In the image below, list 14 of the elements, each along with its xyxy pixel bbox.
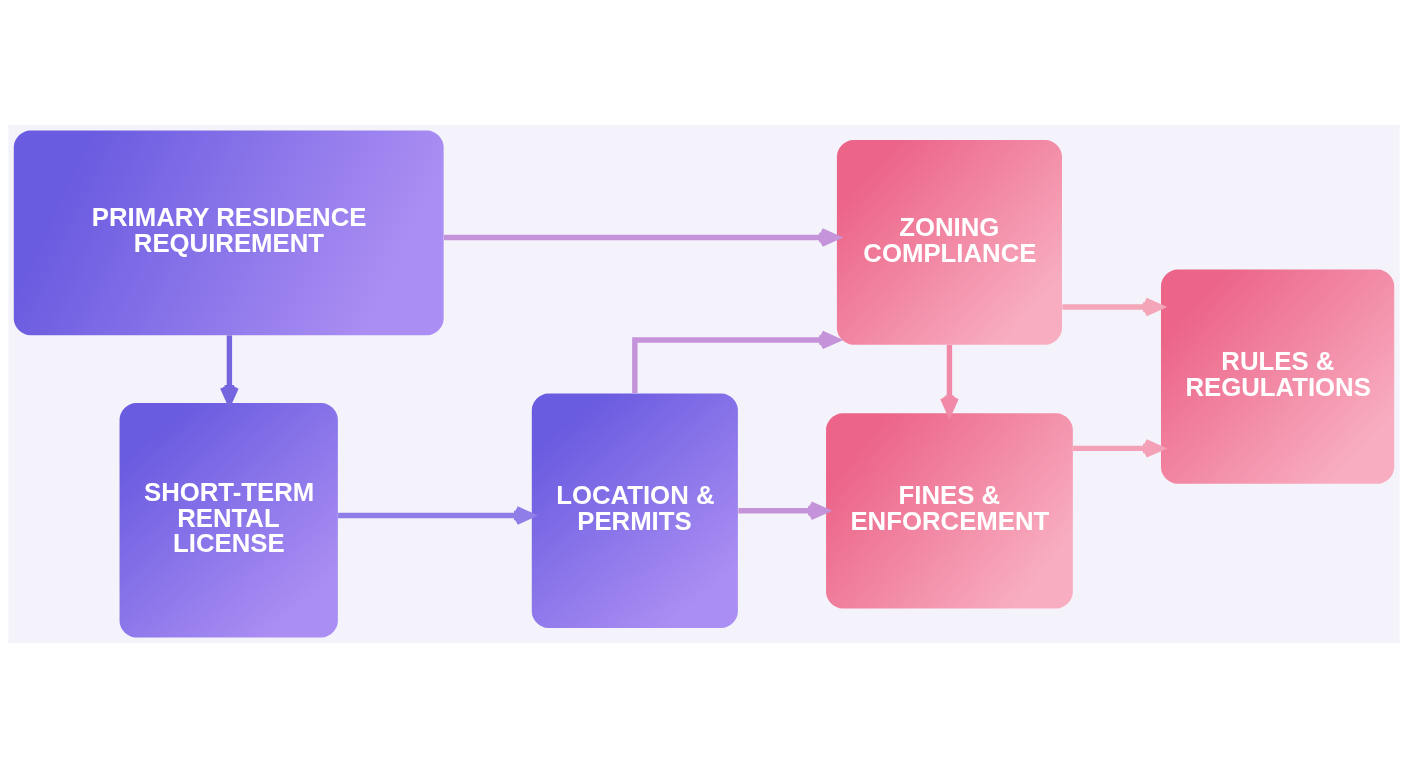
arrow (1073, 439, 1164, 458)
node-box: RULES & REGULATIONS (1161, 269, 1395, 484)
arrow (940, 344, 959, 416)
arrow (738, 501, 829, 521)
arrow (219, 335, 239, 406)
arrow (444, 228, 840, 247)
node-box: PRIMARY RESIDENCE REQUIREMENT (13, 130, 444, 336)
arrow (1062, 297, 1164, 317)
node-box: LOCATION & PERMITS (531, 393, 738, 629)
arrow (632, 330, 840, 394)
node-box: SHORT-TERM RENTAL LICENSE (119, 403, 338, 638)
node-box: ZONING COMPLIANCE (836, 139, 1062, 345)
node-box: FINES & ENFORCEMENT (826, 413, 1073, 609)
arrow (338, 506, 535, 525)
